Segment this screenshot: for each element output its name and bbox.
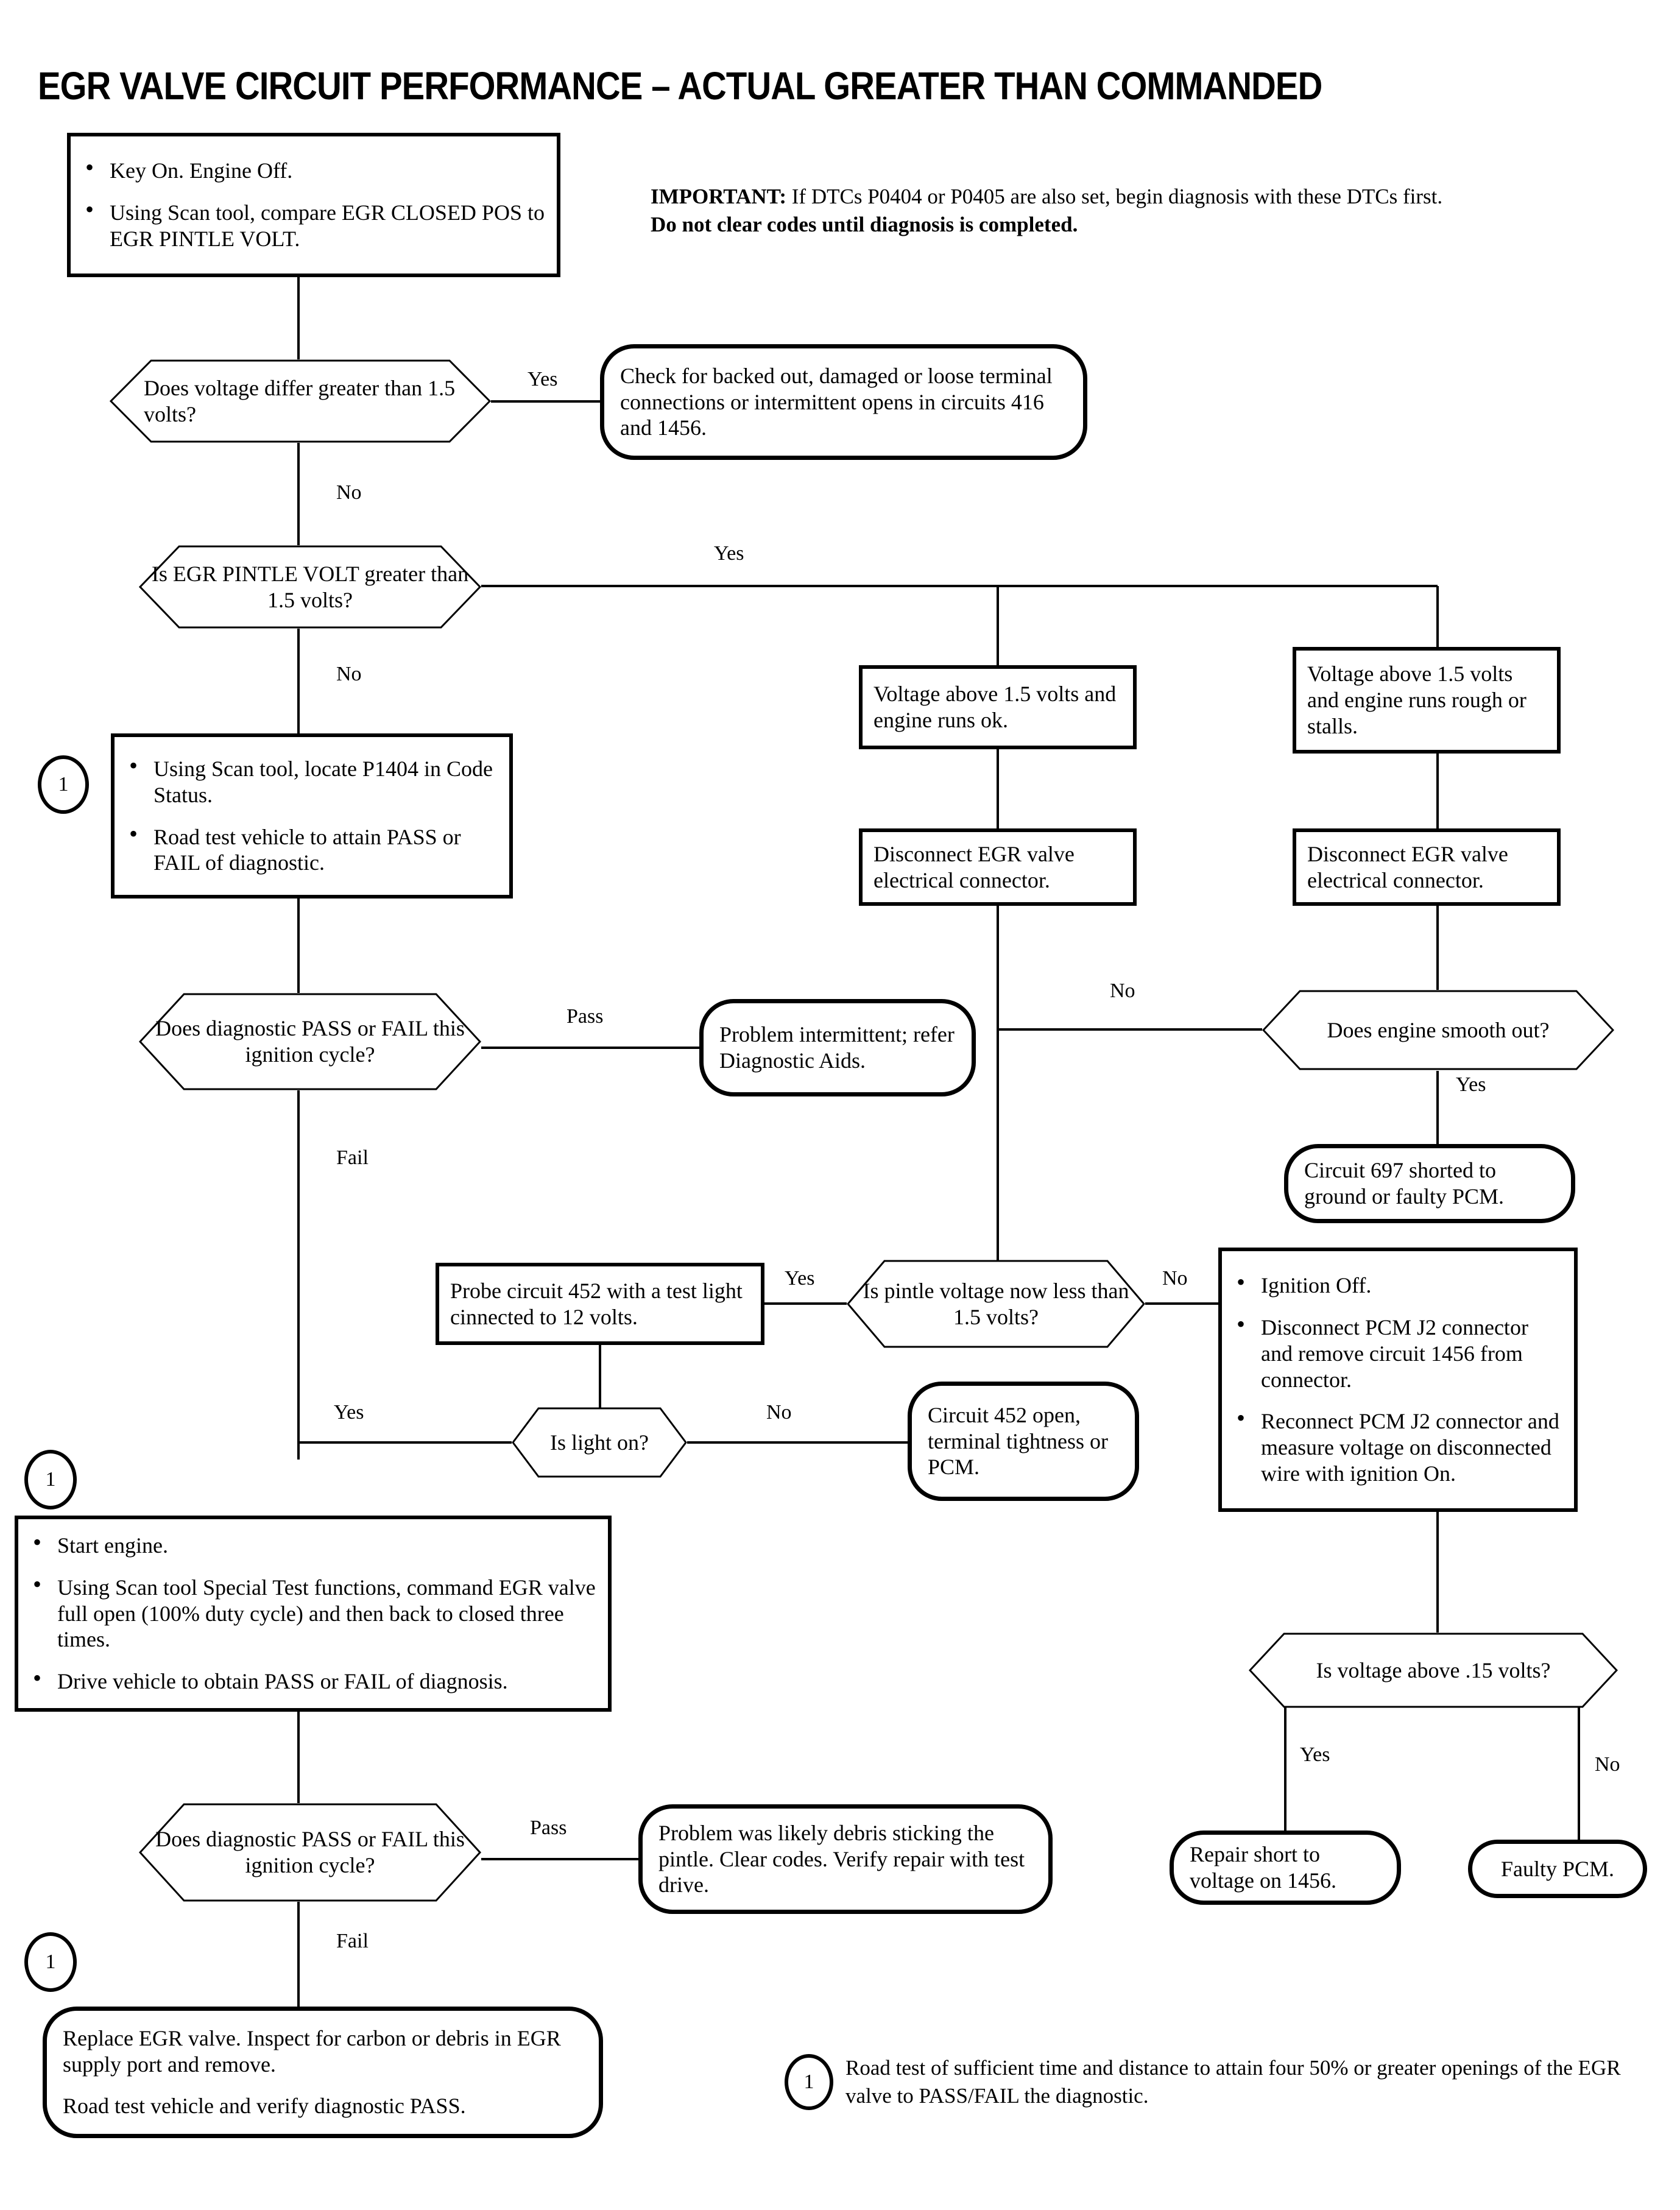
node-process-ignition-off-pcm-j2: Ignition Off. Disconnect PCM J2 connecto… <box>1218 1248 1578 1512</box>
edge-label-yes-2: Yes <box>714 542 744 565</box>
node-process-voltage-runs-rough-label: Voltage above 1.5 volts and engine runs … <box>1307 662 1526 738</box>
node-process-disconnect-connector-mid: Disconnect EGR valve electrical connecto… <box>859 828 1137 906</box>
edge-label-yes-light: Yes <box>334 1401 364 1424</box>
node-process-ignition-off-bullet-2: Disconnect PCM J2 connector and remove c… <box>1233 1312 1563 1393</box>
reference-marker-1c-label: 1 <box>45 1951 56 1973</box>
node-process-ignition-off-bullet-3: Reconnect PCM J2 connector and measure v… <box>1233 1406 1563 1486</box>
node-terminal-repair-short: Repair short to voltage on 1456. <box>1170 1830 1401 1905</box>
node-terminal-circuit-452-open-label: Circuit 452 open, terminal tightness or … <box>928 1402 1108 1480</box>
page-title: EGR VALVE CIRCUIT PERFORMANCE – ACTUAL G… <box>38 64 1322 108</box>
node-terminal-replace-egr-valve: Replace EGR valve. Inspect for carbon or… <box>43 2007 603 2138</box>
node-decision-pass-fail-1: Does diagnostic PASS or FAIL this igniti… <box>139 993 481 1090</box>
node-process-ignition-off-bullet-1: Ignition Off. <box>1233 1270 1563 1299</box>
important-note-lead: IMPORTANT: <box>651 185 787 208</box>
node-decision-is-light-on-label: Is light on? <box>550 1430 649 1455</box>
node-process-start-engine: Start engine. Using Scan tool Special Te… <box>15 1516 612 1712</box>
node-process-start-engine-bullet-3: Drive vehicle to obtain PASS or FAIL of … <box>29 1666 597 1695</box>
important-note-line1: If DTCs P0404 or P0405 are also set, beg… <box>791 185 1443 208</box>
node-start-bullet-1: Key On. Engine Off. <box>82 155 546 184</box>
node-start-bullet-2: Using Scan tool, compare EGR CLOSED POS … <box>82 197 546 252</box>
node-process-voltage-runs-ok-label: Voltage above 1.5 volts and engine runs … <box>874 682 1117 732</box>
edge-label-no-volt15: No <box>1595 1753 1620 1776</box>
node-terminal-debris-sticking: Problem was likely debris sticking the p… <box>638 1804 1053 1914</box>
node-terminal-circuit-452-open: Circuit 452 open, terminal tightness or … <box>908 1382 1139 1501</box>
node-terminal-repair-short-label: Repair short to voltage on 1456. <box>1190 1842 1336 1893</box>
node-terminal-faulty-pcm-label: Faulty PCM. <box>1500 1856 1615 1881</box>
reference-marker-1a: 1 <box>38 755 89 814</box>
edge-label-yes-probe: Yes <box>785 1267 815 1290</box>
node-process-disconnect-connector-right: Disconnect EGR valve electrical connecto… <box>1293 828 1561 906</box>
node-terminal-debris-sticking-label: Problem was likely debris sticking the p… <box>658 1820 1025 1898</box>
node-terminal-circuit-697-label: Circuit 697 shorted to ground or faulty … <box>1304 1158 1504 1209</box>
node-terminal-problem-intermittent: Problem intermittent; refer Diagnostic A… <box>699 999 976 1096</box>
edge-label-no-pintle: No <box>1162 1267 1188 1290</box>
node-decision-voltage-above-15: Is voltage above .15 volts? <box>1249 1633 1618 1708</box>
edge-label-pass-2: Pass <box>530 1816 567 1839</box>
edge-label-pass-1: Pass <box>566 1005 604 1028</box>
reference-marker-footnote-label: 1 <box>803 2071 814 2093</box>
node-decision-voltage-differ-label: Does voltage differ greater than 1.5 vol… <box>144 375 456 426</box>
node-terminal-circuit-697: Circuit 697 shorted to ground or faulty … <box>1284 1144 1575 1223</box>
node-terminal-faulty-pcm: Faulty PCM. <box>1468 1840 1647 1898</box>
hexagon-outline <box>1262 990 1614 1070</box>
edge-label-no-2: No <box>336 663 362 685</box>
hexagon-outline <box>139 545 481 629</box>
edge-label-fail-2: Fail <box>336 1930 369 1952</box>
node-process-voltage-runs-rough: Voltage above 1.5 volts and engine runs … <box>1293 647 1561 754</box>
node-process-probe-circuit-452-label: Probe circuit 452 with a test light cinn… <box>450 1278 743 1329</box>
node-decision-voltage-above-15-label: Is voltage above .15 volts? <box>1316 1658 1551 1682</box>
edge-label-yes-smooth: Yes <box>1456 1073 1486 1096</box>
node-process-disconnect-connector-right-label: Disconnect EGR valve electrical connecto… <box>1307 841 1508 892</box>
footnote-text: Road test of sufficient time and distanc… <box>845 2056 1621 2108</box>
important-note: IMPORTANT: If DTCs P0404 or P0405 are al… <box>651 183 1650 239</box>
edge-label-fail-1: Fail <box>336 1146 369 1169</box>
node-process-p1404-bullet-1: Using Scan tool, locate P1404 in Code St… <box>125 754 498 808</box>
hexagon-outline <box>847 1260 1145 1348</box>
hexagon-outline <box>139 1803 481 1902</box>
node-process-start-engine-bullet-1: Start engine. <box>29 1530 597 1559</box>
edge-label-yes-volt15: Yes <box>1300 1743 1330 1766</box>
node-decision-pass-fail-2: Does diagnostic PASS or FAIL this igniti… <box>139 1803 481 1902</box>
node-process-start-engine-bullet-2: Using Scan tool Special Test functions, … <box>29 1572 597 1653</box>
node-decision-pintle-gt-15-label: Is EGR PINTLE VOLT greater than 1.5 volt… <box>151 561 469 612</box>
node-terminal-problem-intermittent-label: Problem intermittent; refer Diagnostic A… <box>719 1022 955 1073</box>
node-decision-engine-smooth-out: Does engine smooth out? <box>1262 990 1614 1070</box>
edge-label-no-smooth: No <box>1110 980 1135 1002</box>
node-process-disconnect-connector-mid-label: Disconnect EGR valve electrical connecto… <box>874 841 1075 892</box>
node-terminal-check-terminals-label: Check for backed out, damaged or loose t… <box>620 363 1053 440</box>
hexagon-outline <box>110 359 491 443</box>
hexagon-outline <box>139 993 481 1090</box>
node-process-voltage-runs-ok: Voltage above 1.5 volts and engine runs … <box>859 665 1137 749</box>
node-terminal-replace-egr-line-1: Replace EGR valve. Inspect for carbon or… <box>63 2025 561 2077</box>
important-note-line2: Do not clear codes until diagnosis is co… <box>651 213 1078 237</box>
node-process-p1404-bullet-2: Road test vehicle to attain PASS or FAIL… <box>125 822 498 877</box>
node-process-probe-circuit-452: Probe circuit 452 with a test light cinn… <box>436 1263 764 1345</box>
node-decision-is-light-on: Is light on? <box>512 1407 687 1478</box>
node-decision-pass-fail-1-label: Does diagnostic PASS or FAIL this igniti… <box>155 1016 465 1067</box>
node-process-p1404: Using Scan tool, locate P1404 in Code St… <box>111 733 513 898</box>
reference-marker-footnote: 1 <box>785 2054 833 2110</box>
node-decision-pintle-lt-15: Is pintle voltage now less than 1.5 volt… <box>847 1260 1145 1348</box>
edge-label-yes-1: Yes <box>528 368 558 390</box>
hexagon-outline <box>512 1407 687 1478</box>
node-decision-voltage-differ: Does voltage differ greater than 1.5 vol… <box>110 359 491 443</box>
reference-marker-1c: 1 <box>24 1932 77 1992</box>
reference-marker-1a-label: 1 <box>58 773 69 796</box>
node-decision-pass-fail-2-label: Does diagnostic PASS or FAIL this igniti… <box>155 1827 465 1877</box>
node-terminal-check-terminals: Check for backed out, damaged or loose t… <box>600 344 1087 460</box>
node-start: Key On. Engine Off. Using Scan tool, com… <box>67 133 560 277</box>
reference-marker-1b: 1 <box>24 1450 77 1509</box>
node-decision-pintle-lt-15-label: Is pintle voltage now less than 1.5 volt… <box>863 1278 1129 1329</box>
node-terminal-replace-egr-line-2: Road test vehicle and verify diagnostic … <box>63 2094 466 2119</box>
hexagon-outline <box>1249 1633 1618 1708</box>
edge-label-no-1: No <box>336 481 362 504</box>
node-decision-pintle-gt-15: Is EGR PINTLE VOLT greater than 1.5 volt… <box>139 545 481 629</box>
edge-label-no-light: No <box>766 1401 792 1424</box>
reference-marker-1b-label: 1 <box>45 1468 56 1491</box>
node-decision-engine-smooth-out-label: Does engine smooth out? <box>1327 1017 1550 1042</box>
